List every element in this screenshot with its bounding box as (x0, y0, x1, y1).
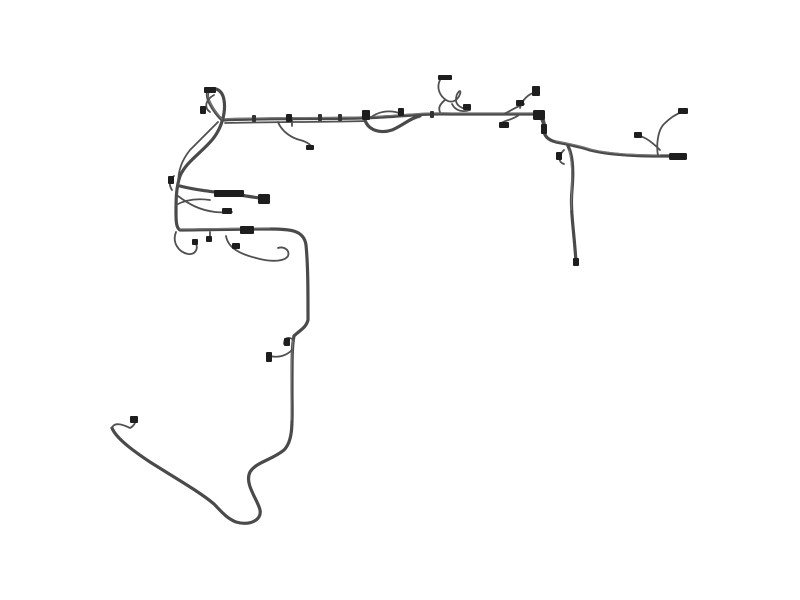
connector (532, 86, 540, 96)
connector (573, 258, 579, 266)
connector (206, 236, 212, 242)
connector (200, 106, 206, 114)
connector (168, 176, 174, 184)
harness-left-junction (168, 175, 310, 338)
connector (678, 108, 688, 114)
trunk-clip (430, 111, 434, 118)
connector (634, 132, 642, 138)
connector (286, 114, 292, 122)
connector (240, 226, 254, 234)
trunk-clip (252, 115, 256, 122)
connector (499, 122, 509, 128)
connector (204, 87, 216, 93)
harness-right-section (533, 111, 686, 264)
connector (284, 338, 290, 346)
connector (192, 239, 198, 245)
connector (362, 110, 370, 120)
trunk-clip (318, 114, 322, 121)
connector (222, 208, 232, 214)
connector (398, 108, 404, 116)
connector (214, 190, 244, 197)
connector (266, 352, 272, 362)
connector (306, 145, 314, 150)
connector (516, 100, 524, 106)
harness-top-left-loop (174, 87, 227, 214)
harness-lower-drop (110, 334, 296, 525)
connector (438, 75, 452, 80)
connector (541, 124, 547, 134)
harness-main-trunk (220, 112, 537, 124)
connector (533, 110, 545, 120)
connector (463, 104, 471, 110)
connector (130, 416, 138, 423)
connector (669, 153, 687, 160)
connector (232, 243, 240, 249)
connector (556, 152, 562, 160)
trunk-clip (338, 114, 342, 121)
large-connector (258, 194, 270, 204)
